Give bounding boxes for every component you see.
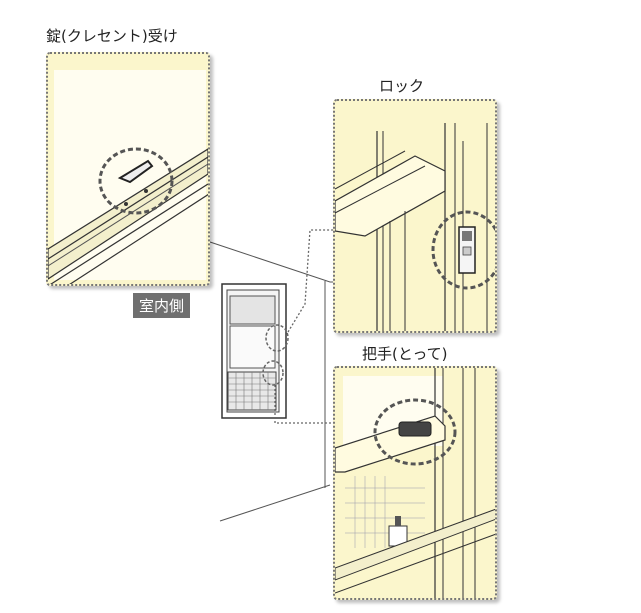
sash-rail xyxy=(335,155,446,237)
crescent-callout-circle xyxy=(98,147,174,215)
crescent-detail-panel xyxy=(46,52,210,286)
lock-leader-line xyxy=(287,229,338,333)
lock-detail-panel xyxy=(333,99,497,333)
handle-label: 把手(とって) xyxy=(362,345,448,363)
handle-icon xyxy=(398,421,432,437)
crescent-receiver-icon xyxy=(117,159,154,184)
lock-detail-callout-circle xyxy=(431,210,495,290)
handle-detail-callout-circle xyxy=(373,398,457,466)
indoor-side-badge: 室内側 xyxy=(133,293,191,318)
lock-label: ロック xyxy=(379,77,425,95)
handle-leader-line xyxy=(274,385,338,424)
lock-callout-circle xyxy=(265,324,289,352)
crescent-label: 錠(クレセント)受け xyxy=(46,27,178,45)
room-window xyxy=(221,283,287,419)
handle-detail-panel xyxy=(333,366,497,600)
handle-callout-circle xyxy=(262,360,284,386)
